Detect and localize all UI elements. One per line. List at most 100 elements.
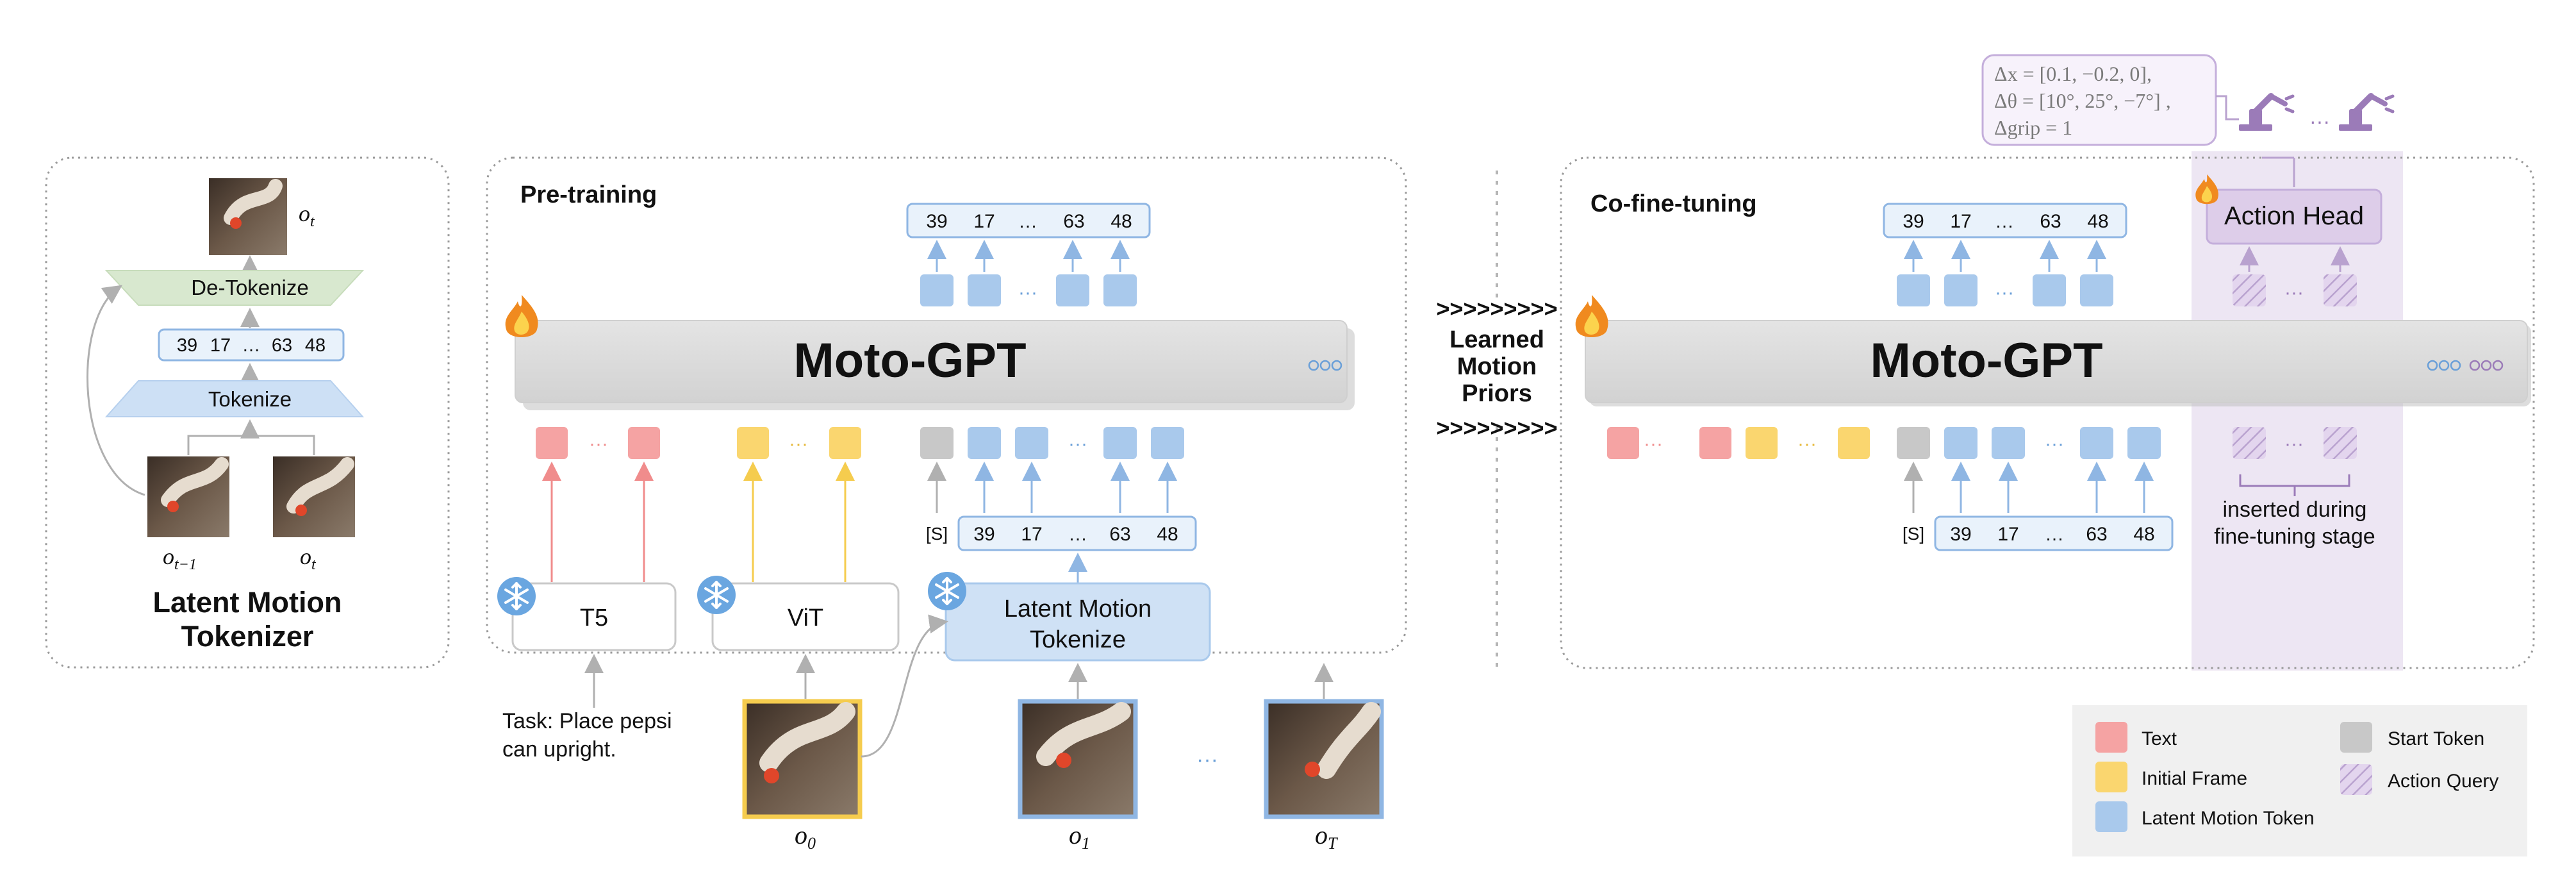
transfer-line1: Learned bbox=[1449, 326, 1544, 353]
pt-out-token-1: 39 bbox=[926, 211, 947, 232]
ft-fire-icon bbox=[1575, 295, 1608, 337]
frames-connector bbox=[187, 424, 315, 455]
initial-frame-image bbox=[742, 699, 863, 819]
ft-start-token: [S] bbox=[1903, 524, 1924, 544]
svg-text:···: ··· bbox=[1995, 282, 2014, 303]
legend-swatch-text bbox=[2095, 722, 2127, 753]
ft-in-token-4: 63 bbox=[2086, 524, 2107, 545]
legend: Text Initial Frame Latent Motion Token S… bbox=[2072, 705, 2527, 856]
action-value-line1: Δx = [0.1, −0.2, 0], bbox=[1994, 62, 2152, 85]
legend-label-start-token: Start Token bbox=[2388, 728, 2484, 749]
tokenize-label: Tokenize bbox=[208, 387, 292, 411]
tok-token-3: … bbox=[242, 335, 261, 356]
lmt-frozen-icon bbox=[927, 571, 968, 612]
tokenize-block bbox=[104, 380, 365, 417]
robot-ellipsis: ··· bbox=[2309, 110, 2330, 133]
frame0-label: o0 bbox=[795, 821, 816, 853]
transfer-arrows-bottom: >>>>>>>>> bbox=[1436, 415, 1557, 441]
tok-token-1: 39 bbox=[177, 335, 197, 356]
legend-background bbox=[2072, 705, 2527, 856]
tok-token-2: 17 bbox=[210, 335, 231, 356]
pretraining-inputs: Task: Place pepsi can upright. o0 o1 ···… bbox=[502, 614, 1384, 853]
vit-encoder bbox=[711, 582, 900, 651]
ft-action-query-out: ··· bbox=[2233, 246, 2357, 306]
tokenizer-token-row bbox=[158, 328, 345, 362]
pt-input-token-row bbox=[957, 515, 1197, 551]
legend-label-initial-frame: Initial Frame bbox=[2142, 768, 2247, 789]
detokenize-label: De-Tokenize bbox=[191, 276, 308, 299]
legend-swatch-initial-frame bbox=[2095, 762, 2127, 792]
ft-out-token-5: 48 bbox=[2087, 211, 2108, 232]
pt-input-squares: ··· ··· ··· bbox=[536, 427, 1184, 459]
ft-moto-gpt-block bbox=[1585, 320, 2528, 403]
pt-in-token-3: … bbox=[1068, 524, 1087, 545]
pt-out-token-3: … bbox=[1018, 211, 1037, 232]
inserted-label-line1: inserted during bbox=[2223, 497, 2367, 522]
frame-curr-image bbox=[273, 456, 355, 537]
tokenizer-panel: ot De-Tokenize 39 17 … 63 48 Tokenize bbox=[45, 156, 450, 669]
ft-out-token-2: 17 bbox=[1950, 211, 1971, 232]
finetune-panel: Co-fine-tuning 39 17 … 63 48 ··· Action … bbox=[1560, 151, 2535, 671]
t5-frozen-icon bbox=[496, 576, 537, 617]
pretraining-panel: Pre-training 39 17 … 63 48 ··· Moto-GPT bbox=[486, 156, 1407, 662]
svg-text:···: ··· bbox=[1797, 433, 1817, 455]
ft-in-token-2: 17 bbox=[1997, 524, 2019, 545]
legend-label-action-query: Action Query bbox=[2388, 771, 2498, 792]
pt-moto-gpt-block bbox=[515, 320, 1348, 403]
legend-swatch-start-token bbox=[2340, 722, 2372, 753]
finetune-title: Co-fine-tuning bbox=[1590, 190, 1757, 217]
ft-input-squares: ··· ··· ··· ··· bbox=[1607, 427, 2357, 459]
ft-input-token-row bbox=[1934, 515, 2174, 551]
inserted-label-line2: fine-tuning stage bbox=[2214, 524, 2375, 549]
transfer-section: >>>>>>>>> Learned Motion Priors >>>>>>>>… bbox=[1419, 171, 1575, 667]
pretraining-title: Pre-training bbox=[520, 181, 657, 208]
pt-out-token-2: 17 bbox=[973, 211, 995, 232]
pretraining-panel-border bbox=[486, 156, 1407, 654]
pt-in-token-5: 48 bbox=[1157, 524, 1178, 545]
task-text-line2: can upright. bbox=[502, 737, 616, 762]
skip-arrow bbox=[87, 285, 145, 496]
frameT-label: oT bbox=[1315, 821, 1338, 853]
pt-in-token-2: 17 bbox=[1021, 524, 1042, 545]
pt-output-squares: ··· bbox=[920, 240, 1137, 306]
legend-label-motion-token: Latent Motion Token bbox=[2142, 808, 2315, 829]
legend-label-text: Text bbox=[2142, 728, 2177, 749]
action-output-callout: Δx = [0.1, −0.2, 0], Δθ = [10°, 25°, −7°… bbox=[1981, 54, 2393, 146]
pt-gpt-more-icon bbox=[1308, 360, 1342, 371]
legend-swatch-motion-token bbox=[2095, 801, 2127, 832]
pt-moto-gpt-label: Moto-GPT bbox=[793, 333, 1026, 388]
ft-in-token-3: … bbox=[2045, 524, 2064, 545]
ft-out-token-4: 63 bbox=[2040, 211, 2061, 232]
action-head-block bbox=[2206, 188, 2382, 245]
svg-text:···: ··· bbox=[789, 433, 808, 455]
t5-encoder bbox=[511, 582, 677, 651]
svg-text:···: ··· bbox=[1068, 433, 1087, 455]
action-head-label: Action Head bbox=[2224, 202, 2364, 230]
svg-text:···: ··· bbox=[1018, 282, 1037, 303]
tok-token-4: 63 bbox=[272, 335, 292, 356]
ft-out-token-1: 39 bbox=[1903, 211, 1924, 232]
svg-text:···: ··· bbox=[2284, 282, 2304, 303]
transfer-line2: Motion bbox=[1457, 353, 1537, 380]
ft-gpt-more-icon bbox=[2427, 360, 2504, 371]
vit-frozen-icon bbox=[696, 574, 737, 615]
frameT-image bbox=[1264, 699, 1384, 819]
tokenizer-title-line1: Latent Motion bbox=[153, 586, 342, 619]
pt-in-token-1: 39 bbox=[973, 524, 995, 545]
frame-curr-label: ot bbox=[300, 544, 317, 573]
detokenize-block bbox=[104, 270, 365, 306]
frame0-to-lmt-arrow bbox=[861, 614, 948, 758]
frame-prev-image bbox=[147, 456, 229, 537]
frame1-image bbox=[1018, 699, 1138, 819]
ft-in-token-5: 48 bbox=[2133, 524, 2154, 545]
svg-text:···: ··· bbox=[1644, 433, 1663, 455]
frame-prev-label: ot−1 bbox=[163, 544, 197, 573]
svg-text:···: ··· bbox=[2284, 433, 2304, 455]
robot-arm-icon bbox=[2239, 96, 2293, 131]
ft-in-token-1: 39 bbox=[1950, 524, 1971, 545]
pt-start-token: [S] bbox=[926, 524, 948, 544]
decoded-frame-image bbox=[209, 178, 287, 255]
ft-output-token-row bbox=[1883, 203, 2127, 238]
tok-token-5: 48 bbox=[305, 335, 326, 356]
